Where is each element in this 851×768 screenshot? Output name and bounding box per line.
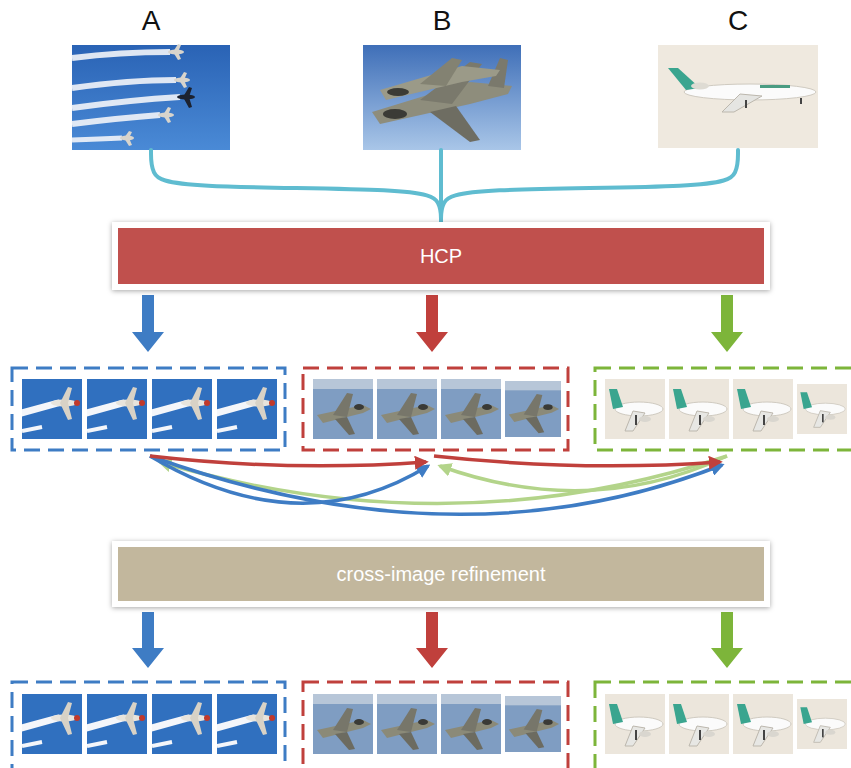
crop-group <box>595 368 851 450</box>
down-arrow <box>711 295 743 352</box>
down-arrow <box>711 612 743 668</box>
down-arrow <box>132 295 164 352</box>
cross-arrows <box>150 456 727 514</box>
bar-label: cross-image refinement <box>337 563 546 585</box>
crop-group <box>12 682 285 768</box>
down-arrow <box>416 295 448 352</box>
panel-letter: C <box>728 4 748 37</box>
photo <box>72 44 230 150</box>
bracket-connector <box>151 150 441 222</box>
image-panel: A <box>72 4 230 150</box>
panel-letter: B <box>433 4 452 37</box>
image-panel: C <box>658 4 818 150</box>
crop-group <box>303 682 568 768</box>
crop-group <box>303 368 568 450</box>
process-bar: HCP <box>112 222 770 290</box>
down-arrow <box>132 612 164 668</box>
process-bar: cross-image refinement <box>112 541 770 607</box>
down-arrow <box>416 612 448 668</box>
crop-group <box>595 682 851 768</box>
photo <box>363 45 521 150</box>
image-panel: B <box>363 4 521 150</box>
bar-label: HCP <box>420 245 462 267</box>
crop-group <box>12 368 285 450</box>
panel-letter: A <box>142 4 161 37</box>
bracket-connector <box>441 150 738 222</box>
photo <box>658 45 818 148</box>
